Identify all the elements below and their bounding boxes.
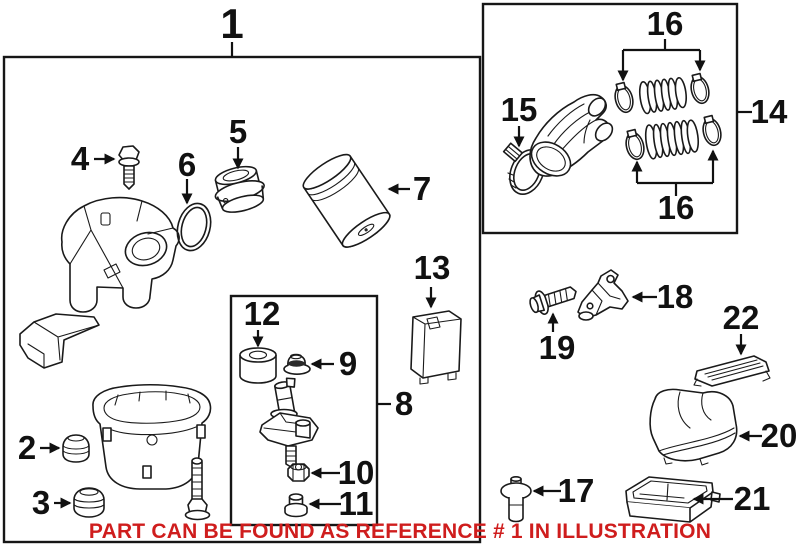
part-4-bolt-drawing [118, 145, 140, 190]
callout-6: 6 [178, 146, 196, 205]
callout-20: 20 [738, 417, 798, 454]
callout-15-label: 15 [501, 91, 538, 128]
callout-21-label: 21 [734, 480, 771, 517]
callout-16-bottom: 16 [631, 149, 719, 226]
callout-2: 2 [18, 429, 61, 466]
callout-4: 4 [71, 140, 116, 177]
part-20-air-duct-drawing [649, 388, 738, 466]
callout-21: 21 [692, 480, 771, 517]
callout-10: 10 [310, 454, 375, 491]
part-16-bellows-hose-top-drawing [638, 76, 688, 115]
part-3-grommet-drawing [73, 487, 105, 518]
callout-9-label: 9 [339, 345, 357, 382]
callout-8: 8 [377, 385, 413, 422]
callout-8-label: 8 [395, 385, 413, 422]
callout-11-label: 11 [339, 485, 374, 522]
callout-18: 18 [631, 278, 694, 315]
callout-17: 17 [532, 472, 595, 509]
part-10-nut-drawing [287, 463, 310, 482]
part-air-cleaner-cover-drawing [60, 196, 180, 313]
part-8-valve-assembly-drawing [259, 377, 319, 468]
assembly-box-8 [229, 294, 379, 527]
callout-7: 7 [387, 170, 431, 207]
callout-3-label: 3 [32, 484, 50, 521]
callout-5-label: 5 [229, 113, 247, 150]
assembly-box-1 [2, 55, 482, 544]
part-16-clamp-top-right-drawing [690, 72, 710, 105]
callout-18-label: 18 [657, 278, 694, 315]
callout-16-bottom-label: 16 [658, 189, 695, 226]
callout-6-label: 6 [178, 146, 196, 183]
part-air-cleaner-lower-housing-drawing [92, 383, 212, 490]
callout-12-label: 12 [244, 295, 281, 332]
callout-7-label: 7 [413, 170, 431, 207]
reference-note: PART CAN BE FOUND AS REFERENCE # 1 IN IL… [88, 520, 712, 543]
part-16-bellows-hose-bottom-drawing [644, 119, 700, 160]
callout-15: 15 [501, 91, 538, 148]
callout-14-label: 14 [751, 93, 788, 130]
callout-22: 22 [723, 299, 760, 356]
callout-3: 3 [32, 484, 72, 521]
part-2-grommet-drawing [62, 434, 90, 463]
callout-4-label: 4 [71, 140, 90, 177]
callout-1-label: 1 [220, 0, 243, 47]
part-9-grommet-drawing [283, 353, 311, 375]
part-21-tray-drawing [625, 476, 721, 523]
callout-22-label: 22 [723, 299, 760, 336]
part-22-cover-drawing [693, 355, 771, 387]
part-mounting-bracket-drawing [19, 313, 100, 369]
part-stud-bolt-drawing [184, 457, 211, 521]
callout-5: 5 [229, 113, 247, 170]
callout-20-label: 20 [761, 417, 798, 454]
callout-17-label: 17 [558, 472, 595, 509]
callout-16-top-label: 16 [647, 5, 684, 42]
callout-9: 9 [310, 345, 357, 382]
callout-10-label: 10 [338, 454, 375, 491]
part-13-panel-drawing [410, 310, 462, 385]
part-16-clamp-bottom-right-drawing [702, 114, 722, 147]
part-5-adapter-drawing [214, 165, 265, 213]
callout-11: 11 [308, 485, 374, 522]
part-16-clamp-bottom-left-drawing [625, 128, 645, 161]
assembly-box-14 [481, 2, 739, 235]
part-18-bracket-drawing [577, 269, 629, 321]
callout-16-top-bracket [623, 39, 700, 52]
callout-13: 13 [414, 249, 451, 309]
callout-16-bottom-bracket [637, 181, 713, 196]
callout-12: 12 [244, 295, 281, 348]
part-11-cap-nut-drawing [284, 493, 308, 518]
callout-14: 14 [737, 93, 788, 130]
part-7-filter-element-drawing [302, 153, 391, 248]
callout-13-label: 13 [414, 249, 451, 286]
part-19-screw-drawing [529, 286, 577, 315]
callout-1: 1 [220, 0, 244, 57]
part-17-rivet-drawing [500, 475, 532, 523]
callout-16-top: 16 [617, 5, 706, 82]
part-12-bushing-drawing [239, 347, 277, 384]
part-intake-y-duct-drawing [529, 94, 614, 177]
callout-2-label: 2 [18, 429, 36, 466]
part-16-clamp-top-left-drawing [614, 81, 634, 114]
part-6-seal-ring-drawing [176, 202, 212, 252]
callout-19-label: 19 [539, 329, 576, 366]
callout-19: 19 [539, 312, 576, 366]
